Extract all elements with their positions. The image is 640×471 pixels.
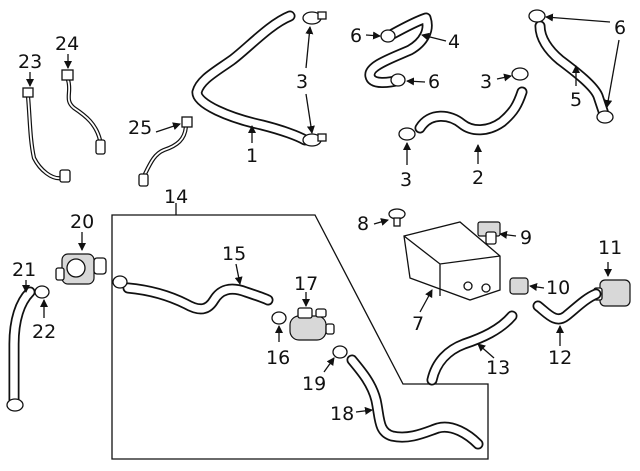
callout-22: 22 (32, 321, 56, 343)
callout-10: 10 (546, 277, 570, 299)
hose-2[interactable] (414, 86, 528, 136)
callout-21: 21 (12, 259, 36, 281)
callout-24: 24 (55, 33, 79, 55)
clamp-6-bottom[interactable] (596, 110, 614, 124)
callout-18: 18 (330, 403, 354, 425)
callout-3c: 3 (400, 169, 412, 191)
clamp-15-left[interactable] (112, 275, 128, 289)
callout-11: 11 (598, 237, 622, 259)
sensor-24[interactable] (61, 69, 106, 155)
clamp-22[interactable] (34, 285, 50, 299)
clamp-6-top[interactable] (528, 9, 546, 23)
callout-2: 2 (472, 167, 484, 189)
callout-9: 9 (520, 227, 532, 249)
leader-6b (406, 77, 426, 86)
clamp-6-left[interactable] (380, 29, 396, 43)
hose-1[interactable] (191, 10, 311, 146)
callout-12: 12 (548, 347, 572, 369)
leader-18 (355, 406, 373, 415)
callout-3b: 3 (480, 71, 492, 93)
valve-20[interactable] (55, 253, 107, 285)
callout-6b: 6 (428, 71, 440, 93)
clamp-21-bottom[interactable] (6, 398, 24, 412)
callout-17: 17 (294, 273, 318, 295)
callout-4: 4 (448, 31, 460, 53)
canister-7[interactable] (403, 221, 501, 301)
callout-16: 16 (266, 347, 290, 369)
leader-13 (477, 343, 495, 359)
callout-15: 15 (222, 243, 246, 265)
clamp-19[interactable] (332, 345, 348, 359)
clamp-3-upper[interactable] (302, 11, 327, 25)
hose-13[interactable] (426, 310, 518, 386)
callout-6a: 6 (350, 25, 362, 47)
hose-21[interactable] (8, 286, 36, 408)
callout-8: 8 (357, 213, 369, 235)
hose-4[interactable] (364, 12, 433, 88)
leader-3-down (305, 93, 315, 134)
leader-10 (529, 283, 545, 291)
leader-6c (545, 13, 611, 23)
sensor-23[interactable] (22, 87, 71, 183)
callout-25: 25 (128, 117, 152, 139)
clamp-6-mid[interactable] (390, 73, 406, 87)
callout-14: 14 (164, 186, 188, 208)
callout-5: 5 (570, 89, 582, 111)
leader-25 (155, 122, 181, 133)
hose-18[interactable] (346, 354, 484, 450)
leader-6a (365, 31, 381, 40)
hose-12[interactable] (532, 288, 602, 325)
leader-8 (373, 218, 389, 226)
hose-5[interactable] (534, 20, 610, 120)
valve-17[interactable] (289, 307, 335, 341)
clamp-3-bottom[interactable] (398, 127, 416, 141)
connector-10[interactable] (509, 277, 529, 295)
callout-20: 20 (70, 211, 94, 233)
bracket-9[interactable] (477, 221, 501, 245)
callout-7: 7 (412, 313, 424, 335)
leader-19 (323, 357, 335, 373)
leader-3-up (305, 26, 314, 69)
leader-9 (499, 230, 517, 239)
clamp-3-right[interactable] (511, 67, 529, 81)
callout-1: 1 (246, 145, 258, 167)
leader-3c (496, 73, 512, 82)
clamp-3-lower[interactable] (302, 133, 327, 147)
hose-15[interactable] (122, 282, 274, 315)
leader-7 (419, 289, 433, 313)
callout-19: 19 (302, 373, 326, 395)
leader-6d (604, 39, 620, 108)
sensor-25[interactable] (138, 116, 193, 187)
leader-4 (421, 32, 447, 42)
bolt-8[interactable] (388, 208, 406, 227)
clamp-16[interactable] (271, 311, 287, 325)
group-box-14 (111, 203, 489, 460)
callout-13: 13 (486, 357, 510, 379)
leader-15 (234, 263, 243, 285)
callout-3a: 3 (296, 71, 308, 93)
callout-23: 23 (18, 51, 42, 73)
callout-6c: 6 (614, 17, 626, 39)
